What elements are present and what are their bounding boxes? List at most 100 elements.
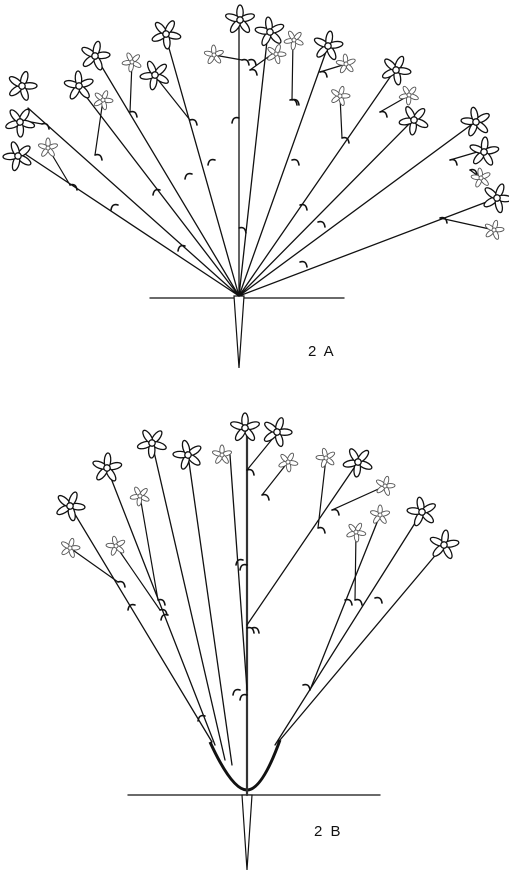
pedicel (261, 461, 289, 496)
bract (197, 714, 206, 722)
branch-stem (238, 197, 498, 297)
bract (249, 68, 258, 76)
bract (248, 58, 257, 66)
small-flower-icon (374, 474, 396, 498)
branch-stem (95, 56, 240, 297)
bract (302, 683, 311, 691)
flower-icon (475, 176, 509, 220)
bract (127, 603, 136, 611)
pedicel (331, 485, 386, 511)
bract (159, 608, 168, 616)
bract (232, 688, 241, 696)
small-flower-icon (331, 49, 361, 79)
bract (239, 563, 248, 571)
branch-stem (106, 467, 216, 746)
flower-icon (79, 38, 112, 74)
pedicel (317, 457, 327, 529)
small-flower-icon (365, 501, 395, 530)
flower-icon (89, 448, 126, 487)
branch-stem (229, 454, 248, 691)
flower-icon (461, 130, 506, 174)
bract (261, 493, 270, 501)
bract (231, 116, 240, 124)
bract (439, 216, 448, 224)
bract (94, 153, 103, 161)
branch-stem (27, 107, 240, 297)
small-flower-icon (117, 47, 147, 77)
pedicel (139, 495, 159, 601)
bract (69, 183, 78, 191)
pedicel (115, 545, 161, 611)
branch-stem (164, 33, 240, 297)
basal-curve (208, 739, 282, 792)
flower-icon (130, 421, 174, 465)
bract (317, 526, 326, 534)
bract (110, 203, 119, 211)
branch-stem (238, 69, 396, 297)
small-flower-icon (89, 86, 117, 114)
bract (379, 110, 388, 118)
bract (177, 244, 186, 252)
figure-2a (0, 4, 509, 369)
bract (41, 122, 50, 130)
bract (207, 158, 216, 166)
branch-stem (279, 544, 445, 741)
small-flower-icon (201, 41, 228, 69)
flower-icon (455, 102, 497, 143)
figure-2b (54, 412, 466, 871)
branch-stem (238, 31, 269, 297)
flower-icon (307, 25, 350, 67)
bract (354, 598, 363, 606)
small-flower-icon (344, 521, 368, 544)
bract (189, 118, 198, 126)
flower-icon (423, 524, 466, 567)
bract (241, 58, 250, 66)
bract (291, 98, 300, 106)
bract (251, 626, 260, 634)
bract (319, 70, 328, 78)
bract (157, 598, 166, 606)
flower-icon (377, 52, 415, 89)
small-flower-icon (265, 43, 287, 65)
branch-stem (238, 119, 414, 297)
bract (152, 188, 161, 196)
branch-stem (21, 151, 240, 297)
bract (299, 203, 308, 211)
flower-icon (229, 412, 261, 443)
flower-icon (400, 490, 445, 535)
bract (344, 598, 353, 606)
figure-label-2a: 2 A (308, 343, 336, 360)
taproot (233, 295, 245, 369)
small-flower-icon (55, 533, 85, 563)
branch-stem (187, 454, 233, 766)
branch-stem (69, 505, 213, 743)
branch-stem (274, 511, 423, 746)
flower-icon (257, 412, 297, 451)
small-flower-icon (211, 444, 233, 465)
branch-stem (238, 121, 476, 297)
flower-icon (338, 441, 379, 483)
pedicel (354, 531, 357, 601)
small-flower-icon (312, 443, 341, 473)
pedicel (154, 75, 191, 121)
branch-stem (309, 514, 381, 691)
taproot (241, 794, 253, 871)
bract (469, 168, 478, 176)
small-flower-icon (280, 26, 308, 54)
bract (317, 220, 326, 228)
branch-stem (77, 85, 240, 297)
bract (449, 158, 458, 166)
bract (291, 158, 300, 166)
branch-stem (238, 45, 329, 297)
flower-icon (167, 433, 210, 477)
pedicel (94, 99, 104, 156)
flower-icon (0, 100, 42, 143)
branch-stem (151, 442, 226, 761)
flower-icon (59, 65, 100, 107)
flower-icon (148, 15, 185, 53)
bract (129, 110, 138, 118)
bract (238, 226, 247, 234)
small-flower-icon (126, 482, 154, 510)
bract (331, 508, 340, 516)
